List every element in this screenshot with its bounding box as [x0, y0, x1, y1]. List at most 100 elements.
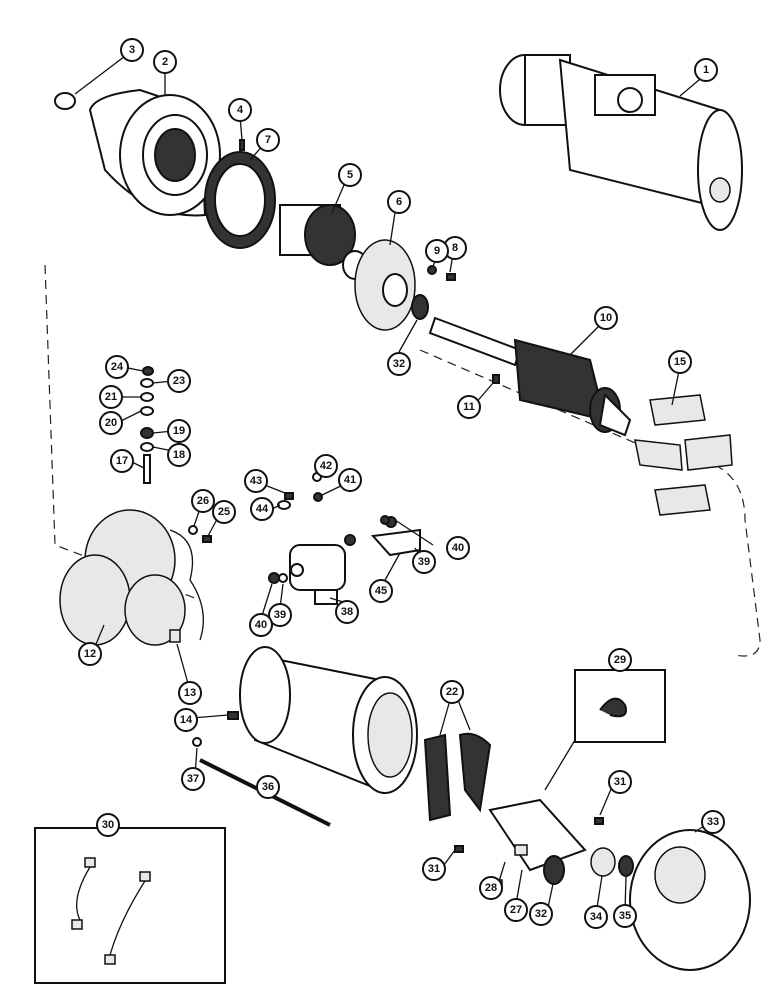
solenoid-washer — [313, 492, 323, 502]
callout-number: 33 — [707, 816, 719, 828]
callout-circle — [181, 767, 205, 791]
callout-number: 27 — [510, 904, 522, 916]
intermediate-plate — [354, 239, 416, 331]
drive-housing — [88, 88, 221, 217]
callout-number: 38 — [341, 606, 353, 618]
callout-c2: 2 — [153, 50, 177, 74]
pole-shoes — [634, 394, 733, 516]
strap-washer — [380, 515, 390, 525]
callout-c19: 19 — [167, 419, 191, 443]
callout-circle — [105, 355, 129, 379]
callout-circle — [504, 898, 528, 922]
callout-circle — [479, 876, 503, 900]
callout-circle — [256, 775, 280, 799]
callout-c21: 21 — [99, 385, 123, 409]
solenoid-switch — [289, 534, 356, 605]
callout-c6: 6 — [387, 190, 411, 214]
callout-number: 7 — [265, 134, 271, 146]
callout-number: 29 — [614, 654, 626, 666]
starter-assembly — [499, 54, 743, 231]
callout-circle — [99, 411, 123, 435]
callout-circle — [668, 350, 692, 374]
brush-spring — [599, 697, 627, 718]
callout-c15: 15 — [668, 350, 692, 374]
callout-circle — [250, 497, 274, 521]
brush-holder-assembly — [488, 798, 587, 891]
callout-c44: 44 — [250, 497, 274, 521]
callout-c7: 7 — [256, 128, 280, 152]
callout-c5: 5 — [338, 163, 362, 187]
callout-circle — [78, 642, 102, 666]
callout-c27: 27 — [504, 898, 528, 922]
callout-number: 3 — [129, 44, 135, 56]
terminal-hardware-stack — [140, 366, 154, 484]
callout-number: 13 — [184, 687, 196, 699]
callout-number: 39 — [274, 609, 286, 621]
end-frame-bushing — [590, 847, 616, 877]
callout-c42: 42 — [314, 454, 338, 478]
callout-c26: 26 — [191, 489, 215, 513]
callout-circle — [256, 128, 280, 152]
side-washer — [278, 573, 288, 583]
callout-number: 40 — [452, 542, 464, 554]
callout-circle — [594, 306, 618, 330]
callout-c38: 38 — [335, 600, 359, 624]
callout-circle — [440, 680, 464, 704]
callout-number: 4 — [237, 104, 244, 116]
callout-number: 17 — [116, 455, 128, 467]
screw — [446, 273, 456, 281]
callout-c31a: 31 — [608, 770, 632, 794]
callout-number: 45 — [375, 585, 387, 597]
callout-c41: 41 — [338, 468, 362, 492]
callout-c9: 9 — [425, 239, 449, 263]
drive-assembly — [279, 204, 368, 280]
callout-circle — [529, 902, 553, 926]
end-frame-ring — [618, 855, 634, 877]
callout-c40a: 40 — [446, 536, 470, 560]
end-frame-washer — [543, 855, 565, 885]
callout-c14: 14 — [174, 708, 198, 732]
callout-number: 26 — [197, 495, 209, 507]
pole-shoe-screw — [227, 711, 239, 720]
callout-number: 21 — [105, 391, 117, 403]
callout-circle — [584, 905, 608, 929]
holder-screw-left — [454, 845, 464, 853]
callout-number: 20 — [105, 417, 117, 429]
side-nut — [268, 572, 280, 584]
callout-number: 41 — [344, 474, 356, 486]
callout-circle — [701, 810, 725, 834]
callout-number: 18 — [173, 449, 185, 461]
callout-c18: 18 — [167, 443, 191, 467]
thrust-washer — [411, 294, 429, 320]
lock-washer — [277, 500, 291, 510]
callout-circle — [174, 708, 198, 732]
callout-number: 5 — [347, 169, 353, 181]
callout-c1: 1 — [694, 58, 718, 82]
callout-c4: 4 — [228, 98, 252, 122]
callout-number: 12 — [84, 648, 96, 660]
callout-c17: 17 — [110, 449, 134, 473]
callout-circle — [153, 50, 177, 74]
callout-circle — [314, 454, 338, 478]
callout-c12: 12 — [78, 642, 102, 666]
callout-circle — [457, 395, 481, 419]
callout-circle — [167, 419, 191, 443]
pin — [239, 139, 245, 151]
field-frame — [239, 646, 418, 794]
callout-circle — [244, 469, 268, 493]
callout-c10: 10 — [594, 306, 618, 330]
callout-c39b: 39 — [268, 603, 292, 627]
callout-number: 19 — [173, 425, 185, 437]
callout-c20: 20 — [99, 411, 123, 435]
callout-c13: 13 — [178, 681, 202, 705]
brush-lead-kit — [71, 857, 151, 965]
callout-c22: 22 — [440, 680, 464, 704]
callout-c40b: 40 — [249, 613, 273, 637]
callout-c23: 23 — [167, 369, 191, 393]
callout-number: 31 — [614, 776, 626, 788]
callout-number: 14 — [180, 714, 193, 726]
callout-c35: 35 — [613, 904, 637, 928]
callout-circle — [338, 468, 362, 492]
